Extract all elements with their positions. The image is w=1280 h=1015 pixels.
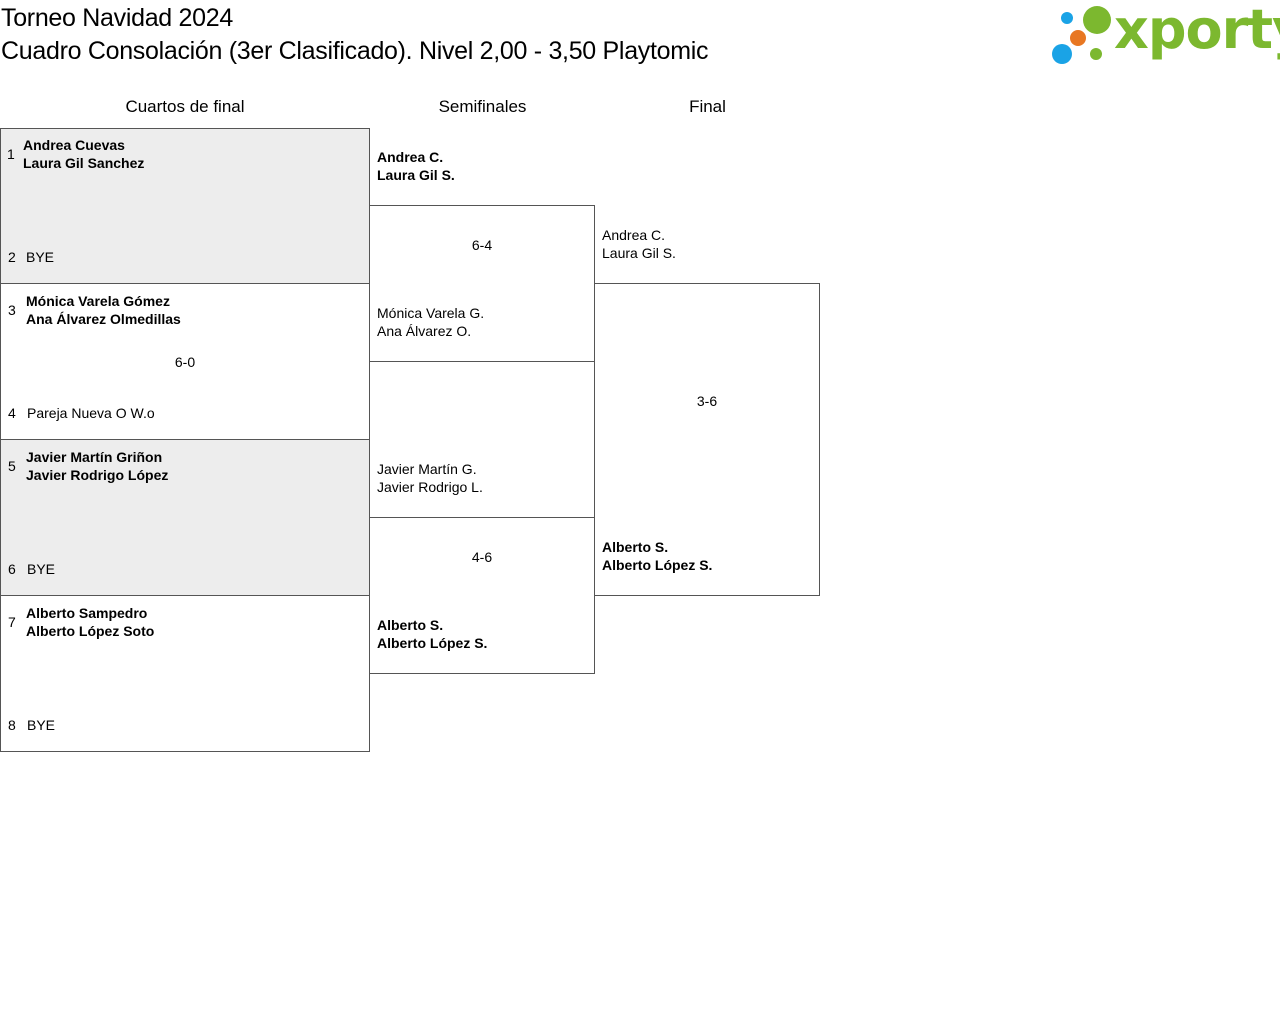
final-team-b-player-2: Alberto López S. [602, 557, 713, 573]
logo-dot-green-large [1083, 6, 1111, 34]
final-team-b-player-1: Alberto S. [602, 539, 669, 555]
qf-2-score: 6-0 [174, 354, 196, 370]
qf-match-3 [0, 439, 370, 596]
qf-match-1 [0, 128, 370, 284]
draw-subtitle: Cuadro Consolación (3er Clasificado). Ni… [1, 37, 709, 65]
team-6-bye: BYE [27, 561, 56, 577]
seed-number: 2 [8, 249, 16, 265]
seed-number: 4 [8, 405, 16, 421]
logo-dot-blue-small [1061, 12, 1073, 24]
logo-dot-green-small [1090, 48, 1102, 60]
logo-dot-orange [1070, 30, 1086, 46]
team-1-player-2: Laura Gil Sanchez [23, 155, 145, 171]
team-4-name: Pareja Nueva O W.o [27, 405, 155, 421]
team-1-player-1: Andrea Cuevas [23, 137, 125, 153]
sf-2-team-a-player-1: Javier Martín G. [377, 461, 477, 477]
xporty-logo: xporty [1050, 0, 1280, 68]
seed-number: 3 [8, 302, 16, 318]
sf-1-team-b-player-2: Ana Álvarez O. [377, 323, 472, 339]
sf-2-team-b-player-1: Alberto S. [377, 617, 444, 633]
sf-1-team-b-player-1: Mónica Varela G. [377, 305, 485, 321]
sf-1-score: 6-4 [471, 237, 493, 253]
logo-dot-blue-large [1052, 44, 1072, 64]
sf-2-team-a-player-2: Javier Rodrigo L. [377, 479, 483, 495]
seed-number: 7 [8, 614, 16, 630]
final-match [594, 283, 820, 596]
team-8-bye: BYE [27, 717, 56, 733]
final-score: 3-6 [696, 393, 718, 409]
tournament-title: Torneo Navidad 2024 [1, 4, 233, 32]
team-7-player-2: Alberto López Soto [26, 623, 155, 639]
final-team-a-player-2: Laura Gil S. [602, 245, 676, 261]
seed-number: 5 [8, 458, 16, 474]
team-3-player-1: Mónica Varela Gómez [26, 293, 170, 309]
team-5-player-1: Javier Martín Griñon [26, 449, 163, 465]
round-header-semifinals: Semifinales [438, 97, 527, 116]
sf-2-team-b-player-2: Alberto López S. [377, 635, 488, 651]
sf-1-team-a-player-1: Andrea C. [377, 149, 444, 165]
team-7-player-1: Alberto Sampedro [26, 605, 148, 621]
seed-number: 1 [7, 146, 15, 162]
final-team-a-player-1: Andrea C. [602, 227, 666, 243]
sf-2-score: 4-6 [471, 549, 493, 565]
seed-number: 8 [8, 717, 16, 733]
round-header-final: Final [689, 97, 726, 116]
round-header-quarterfinals: Cuartos de final [125, 97, 245, 116]
sf-1-team-a-player-2: Laura Gil S. [377, 167, 455, 183]
team-2-bye: BYE [26, 249, 55, 265]
seed-number: 6 [8, 561, 16, 577]
team-5-player-2: Javier Rodrigo López [26, 467, 169, 483]
logo-wordmark: xporty [1114, 0, 1280, 61]
team-3-player-2: Ana Álvarez Olmedillas [26, 311, 181, 327]
